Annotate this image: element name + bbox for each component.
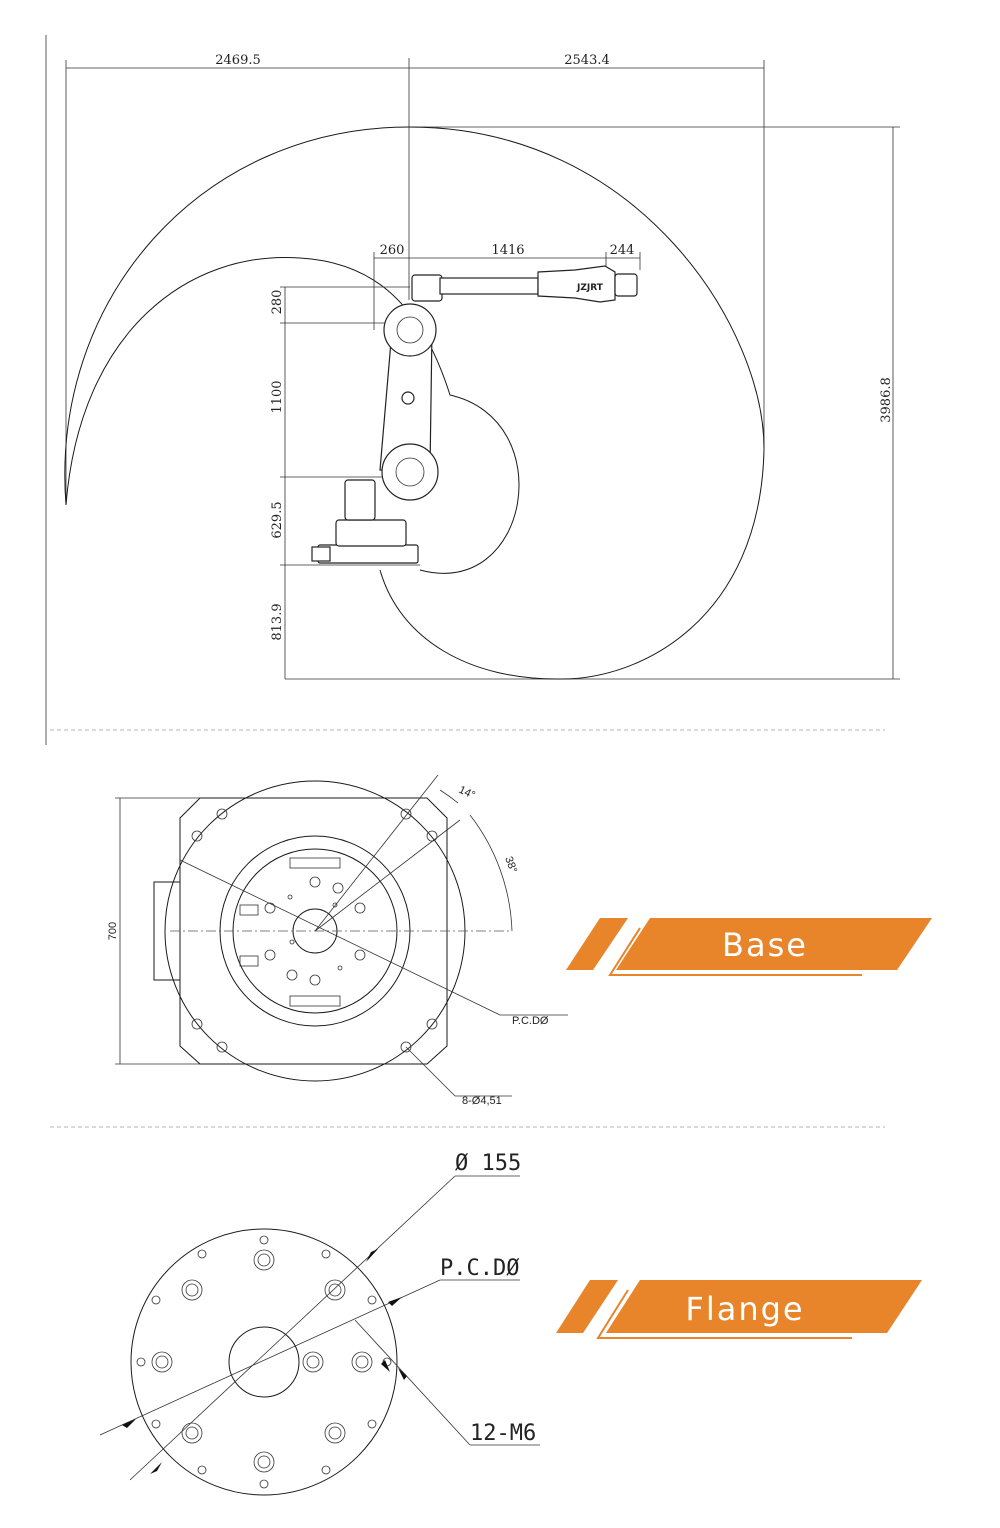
dim-h-1100: 1100 — [270, 380, 285, 413]
flange-dia-arrow-bottom — [150, 1462, 162, 1474]
flange-dia-leader — [129, 1175, 456, 1481]
robot-wrist — [614, 273, 638, 297]
base-slot-left-2 — [239, 955, 259, 967]
flange-tag-banner — [606, 1280, 922, 1333]
base-angle-line-38 — [314, 819, 461, 932]
flange-m6-holes — [136, 1235, 392, 1489]
dim-reach-left: 2469.5 — [215, 53, 261, 68]
flange-m6-arrow-2 — [398, 1368, 407, 1380]
flange-tag: Flange — [556, 1280, 922, 1339]
flange-pcd-leader — [99, 1279, 441, 1436]
base-mounting-holes — [191, 808, 438, 1053]
base-pcd-leader — [179, 859, 501, 1016]
base-tag-banner — [616, 918, 932, 970]
base-tag-underline — [608, 927, 862, 976]
robot-joint-3 — [383, 303, 437, 357]
robot-upper-housing — [411, 274, 443, 302]
flange-counterbored-holes — [151, 1249, 373, 1473]
robot-illustration: JZJRT — [311, 265, 638, 564]
base-slot-bottom — [289, 995, 341, 1007]
dim-h-629: 629.5 — [270, 501, 285, 538]
base-angle-14: 14° — [457, 784, 477, 802]
base-arc-38 — [469, 814, 513, 932]
flange-center-bore — [228, 1326, 300, 1398]
workspace-envelope — [64, 126, 765, 680]
base-inner-holes — [264, 876, 366, 986]
robot-upper-arm — [439, 277, 539, 295]
base-tag: Base — [566, 918, 932, 976]
dim-reach-right: 2543.4 — [564, 53, 610, 68]
base-slot-top — [289, 857, 341, 869]
dim-wrist-244: 244 — [610, 243, 635, 258]
flange-m6-arrow-1 — [381, 1360, 390, 1372]
dim-h-280: 280 — [270, 290, 285, 315]
robot-joint-2-inner — [395, 457, 425, 487]
robot-base-foot — [311, 546, 331, 562]
dim-h-813: 813.9 — [270, 603, 285, 640]
base-arc-14 — [439, 789, 459, 804]
flange-m6-label: 12-M6 — [470, 1421, 536, 1446]
flange-m6-leader — [354, 1319, 471, 1446]
base-slot-left-1 — [239, 904, 259, 916]
workspace-diagram: 2469.5 2543.4 3986.8 260 1416 244 280 11… — [45, 35, 900, 745]
robot-logo: JZJRT — [576, 283, 604, 293]
flange-tag-label: Flange — [685, 1290, 804, 1328]
dim-arm-1416: 1416 — [491, 243, 524, 258]
base-diagram: 700 — [107, 774, 932, 1107]
base-holes-leader — [405, 1046, 456, 1097]
base-pcd-label: P.C.DØ — [512, 1015, 549, 1027]
base-tag-label: Base — [722, 926, 808, 964]
flange-pcd-arrow-bottom — [122, 1419, 136, 1428]
robot-forearm — [537, 265, 616, 303]
base-angle-line-14 — [314, 774, 439, 932]
base-tag-accent — [566, 918, 628, 970]
base-holes-label: 8-Ø4,51 — [462, 1095, 502, 1107]
robot-base-body — [335, 519, 407, 547]
flange-tag-underline — [596, 1289, 852, 1339]
robot-joint-2 — [381, 443, 439, 501]
dim-height-total: 3986.8 — [879, 377, 894, 423]
dim-offset-260: 260 — [380, 243, 405, 258]
flange-dia-arrow-top — [366, 1249, 378, 1262]
flange-pcd-arrow-top — [388, 1297, 402, 1306]
flange-tag-accent — [556, 1280, 618, 1333]
robot-motor-box — [344, 479, 376, 521]
base-dim-700: 700 — [107, 922, 119, 940]
base-angle-38: 38° — [502, 855, 519, 875]
flange-outer-circle — [130, 1228, 398, 1496]
flange-diagram: Ø 155 P.C.DØ 12-M6 Flange — [99, 1151, 922, 1496]
robot-mid-joint — [401, 391, 415, 405]
flange-dia-label: Ø 155 — [455, 1151, 521, 1176]
flange-pcd-label: P.C.DØ — [440, 1256, 519, 1281]
robot-base-plate — [317, 544, 419, 564]
robot-joint-3-inner — [396, 316, 424, 344]
